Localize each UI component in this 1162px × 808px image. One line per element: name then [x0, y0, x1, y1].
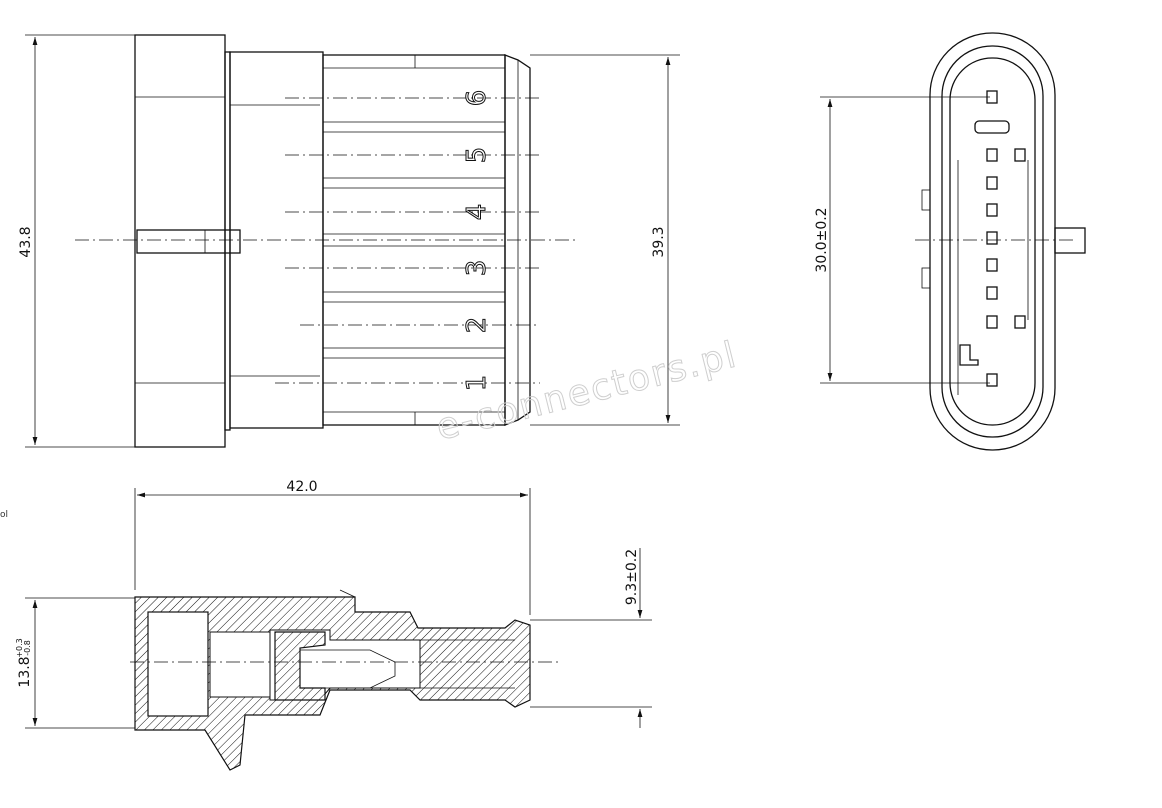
section-height-label: 13.8	[17, 656, 33, 687]
section-height-tol-lower: -0.8	[23, 640, 32, 656]
tip-dimension-label: 9.3±0.2	[624, 549, 640, 605]
pin-label-6: 6	[462, 90, 492, 107]
outer-shell	[929, 32, 1056, 451]
height-dimension-label: 43.8	[18, 226, 34, 257]
contact-cavities	[959, 90, 1026, 387]
side-peg	[1054, 227, 1086, 254]
length-dimension-label: 42.0	[286, 479, 317, 495]
side-view: 30.0±0.2	[814, 32, 1086, 451]
section-height-tol-upper: +0.3	[15, 638, 24, 657]
flange-dimension-label: 39.3	[651, 226, 667, 257]
pin-label-2: 2	[462, 317, 492, 334]
edge-text: ol	[0, 510, 8, 520]
ribs	[323, 121, 505, 359]
front-view: 43.8 6 5 4 3 2	[18, 34, 680, 448]
pitch-dimension-label: 30.0±0.2	[814, 207, 830, 272]
latch-peg	[136, 229, 241, 254]
section-view: 42.0 13.8 +0.3 -0.8 9.3±0.2	[15, 479, 652, 771]
pin-label-3: 3	[462, 260, 492, 277]
pin-label-1: 1	[462, 375, 492, 392]
pin-label-5: 5	[462, 147, 492, 164]
pin-label-4: 4	[462, 204, 492, 221]
inner-cavity	[949, 57, 1036, 426]
